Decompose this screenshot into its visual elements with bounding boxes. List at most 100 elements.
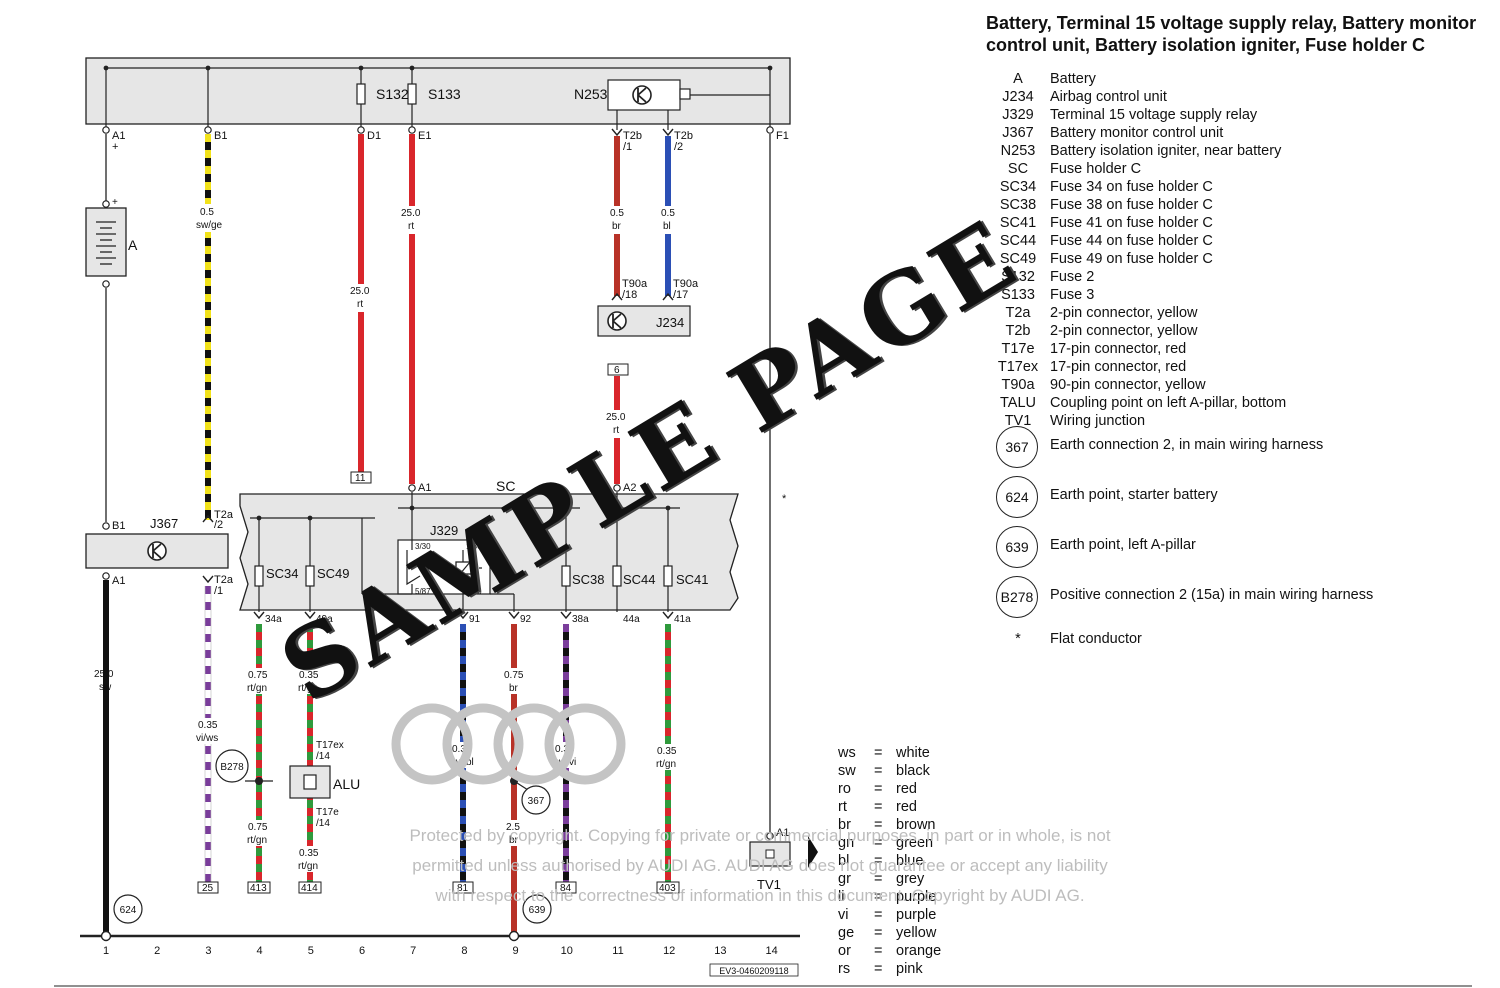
column-number: 11 — [612, 945, 623, 957]
equals-sign: = — [874, 781, 883, 797]
svg-text:0.75: 0.75 — [248, 822, 268, 833]
igniter-symbol-icon — [632, 85, 652, 105]
fuse-sc34 — [254, 565, 264, 587]
svg-text:F1: F1 — [776, 130, 789, 142]
svg-text:25: 25 — [202, 883, 214, 894]
legend-code: T2b — [1005, 323, 1031, 339]
svg-text:rt/gn: rt/gn — [247, 683, 267, 694]
label-s133: S133 — [428, 86, 461, 102]
svg-text:403: 403 — [659, 883, 676, 894]
legend-code: A — [1013, 71, 1023, 87]
svg-text:T2b: T2b — [623, 130, 642, 142]
legend-earth-description: Earth point, left A-pillar — [1050, 537, 1196, 553]
svg-text:367: 367 — [528, 796, 545, 807]
svg-text:T90a: T90a — [622, 278, 648, 290]
svg-text:SC44: SC44 — [623, 572, 656, 587]
svg-text:0.35: 0.35 — [198, 720, 218, 731]
legend-description: Wiring junction — [1050, 413, 1146, 429]
svg-text:br: br — [509, 835, 519, 846]
color-name: green — [896, 835, 934, 851]
svg-text:34a: 34a — [265, 614, 282, 625]
legend-description: Fuse 49 on fuse holder C — [1050, 251, 1213, 267]
color-name: orange — [896, 943, 942, 959]
legend-description: Coupling point on left A-pillar, bottom — [1050, 395, 1287, 411]
svg-text:25.0: 25.0 — [350, 286, 370, 297]
svg-text:bl: bl — [663, 221, 671, 232]
earth-624 — [113, 894, 143, 924]
earth-639 — [522, 894, 552, 924]
svg-text:0.75: 0.75 — [248, 670, 268, 681]
svg-text:rt: rt — [357, 299, 363, 310]
label-j367: J367 — [150, 516, 178, 531]
color-name: red — [896, 781, 917, 797]
svg-text:5/87: 5/87 — [415, 587, 431, 596]
legend-code: SC49 — [999, 251, 1037, 267]
color-name: red — [896, 799, 917, 815]
equals-sign: = — [874, 763, 883, 779]
svg-text:44a: 44a — [623, 614, 640, 625]
svg-text:0.5: 0.5 — [661, 208, 675, 219]
copyright-line-3: with respect to the correctness of infor… — [435, 886, 1085, 905]
svg-text:0.35: 0.35 — [555, 744, 575, 755]
equals-sign: = — [874, 907, 883, 923]
color-name: pink — [896, 961, 923, 977]
copyright-line-2: permitted unless authorised by AUDI AG. … — [412, 856, 1108, 875]
color-code: bl — [838, 853, 850, 869]
svg-text:sw: sw — [99, 682, 112, 693]
svg-text:41a: 41a — [674, 614, 691, 625]
svg-text:rt/gn: rt/gn — [247, 835, 267, 846]
color-code: rs — [838, 961, 851, 977]
equals-sign: = — [874, 943, 883, 959]
column-number: 14 — [765, 945, 777, 957]
svg-text:2.5: 2.5 — [506, 822, 520, 833]
color-name: brown — [896, 817, 936, 833]
fuse-sc44 — [612, 565, 622, 587]
legend-earth-description: Positive connection 2 (15a) in main wiri… — [1050, 587, 1374, 603]
legend-description: Terminal 15 voltage supply relay — [1050, 107, 1258, 123]
label-j329: J329 — [430, 523, 458, 538]
label-battery: A — [128, 237, 138, 253]
svg-text:rt/gn: rt/gn — [298, 683, 318, 694]
svg-text:sw/ge: sw/ge — [196, 220, 223, 231]
svg-text:/2: /2 — [674, 141, 683, 153]
svg-text:0.35: 0.35 — [657, 746, 677, 757]
copyright-line-1: Protected by copyright. Copying for priv… — [409, 826, 1111, 845]
svg-text:T2a: T2a — [214, 509, 234, 521]
color-code: br — [838, 817, 851, 833]
legend-earth-symbol: 367 — [996, 426, 1038, 468]
svg-text:/1: /1 — [623, 141, 632, 153]
fuse-s132 — [356, 83, 366, 105]
svg-text:T17e: T17e — [316, 807, 339, 818]
legend-earth-description: Earth point, starter battery — [1050, 487, 1218, 503]
svg-text:rt/gn: rt/gn — [656, 759, 676, 770]
svg-text:T90a: T90a — [673, 278, 699, 290]
svg-text:11: 11 — [355, 473, 366, 484]
legend-code: TV1 — [1004, 413, 1032, 429]
svg-text:/17: /17 — [673, 289, 688, 301]
legend-code: J329 — [1002, 107, 1034, 123]
color-code: ro — [838, 781, 851, 797]
svg-text:2/85: 2/85 — [466, 587, 482, 596]
color-code: sw — [838, 763, 856, 779]
column-number: 5 — [308, 945, 314, 957]
legend-code: TALU — [1000, 395, 1036, 411]
fuse-s133 — [407, 83, 417, 105]
legend-description: Fuse 41 on fuse holder C — [1050, 215, 1213, 231]
svg-text:6: 6 — [614, 365, 620, 376]
legend-description: 2-pin connector, yellow — [1050, 305, 1198, 321]
column-number: 2 — [154, 945, 160, 957]
legend-code: SC34 — [999, 179, 1037, 195]
color-name: purple — [896, 907, 937, 923]
svg-text:81: 81 — [457, 883, 469, 894]
equals-sign: = — [874, 853, 883, 869]
svg-text:B1: B1 — [112, 520, 125, 532]
document-number: EV3-0460209118 — [719, 966, 788, 976]
svg-text:TV1: TV1 — [757, 877, 781, 892]
svg-text:3/30: 3/30 — [415, 542, 431, 551]
color-code: rt — [838, 799, 847, 815]
legend-description: 90-pin connector, yellow — [1050, 377, 1206, 393]
svg-text:0.35: 0.35 — [299, 670, 319, 681]
svg-text:1/86: 1/86 — [466, 542, 482, 551]
legend-description: 2-pin connector, yellow — [1050, 323, 1198, 339]
